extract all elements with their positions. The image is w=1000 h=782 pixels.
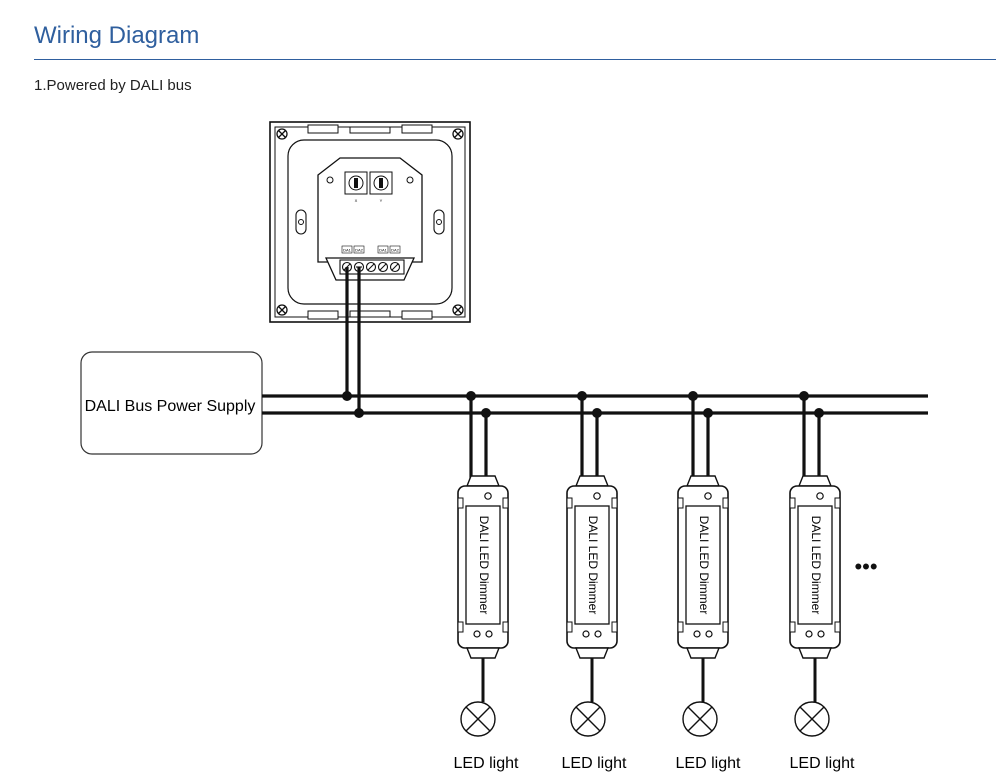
dimmer-label: DALI LED Dimmer xyxy=(477,516,491,615)
more-units-indicator: ••• xyxy=(854,554,877,579)
section-subtitle: 1.Powered by DALI bus xyxy=(34,77,192,94)
address-dial-y-icon xyxy=(369,171,393,195)
dial-y-label: Y xyxy=(380,198,383,203)
dali-bus-power-supply: DALI Bus Power Supply xyxy=(80,351,263,455)
led-light-label: LED light xyxy=(562,755,627,772)
led-lamp-icon xyxy=(460,701,496,737)
terminal-screws xyxy=(341,261,401,273)
junction-dot xyxy=(354,408,364,418)
power-supply-label: DALI Bus Power Supply xyxy=(85,398,256,415)
dali-led-dimmer-unit: DALI LED Dimmer LED light xyxy=(676,391,741,772)
junction-dot xyxy=(342,391,352,401)
terminal-label-4: DA2 xyxy=(391,248,400,253)
dimmer-label: DALI LED Dimmer xyxy=(809,516,823,615)
dali-led-dimmer-unit: DALI LED Dimmer LED light xyxy=(789,391,855,772)
terminal-label-2: DA2 xyxy=(355,248,364,253)
led-lamp-icon xyxy=(570,701,606,737)
page-title: Wiring Diagram xyxy=(34,22,200,49)
led-light-label: LED light xyxy=(790,755,855,772)
led-light-label: LED light xyxy=(454,755,519,772)
title-divider xyxy=(34,59,996,60)
address-dial-x-icon xyxy=(344,171,368,195)
dali-led-dimmer-unit: DALI LED Dimmer LED light xyxy=(454,391,519,772)
led-lamp-icon xyxy=(794,701,830,737)
dali-led-dimmer-unit: DALI LED Dimmer LED light xyxy=(562,391,627,772)
dali-wall-panel: X Y DA1 DA2 DA1 DA2 xyxy=(269,121,471,323)
terminal-label-3: DA1 xyxy=(379,248,388,253)
dimmer-label: DALI LED Dimmer xyxy=(586,516,600,615)
dial-x-label: X xyxy=(355,198,358,203)
dimmer-label: DALI LED Dimmer xyxy=(697,516,711,615)
led-lamp-icon xyxy=(682,701,718,737)
led-light-label: LED light xyxy=(676,755,741,772)
terminal-label-1: DA1 xyxy=(343,248,352,253)
